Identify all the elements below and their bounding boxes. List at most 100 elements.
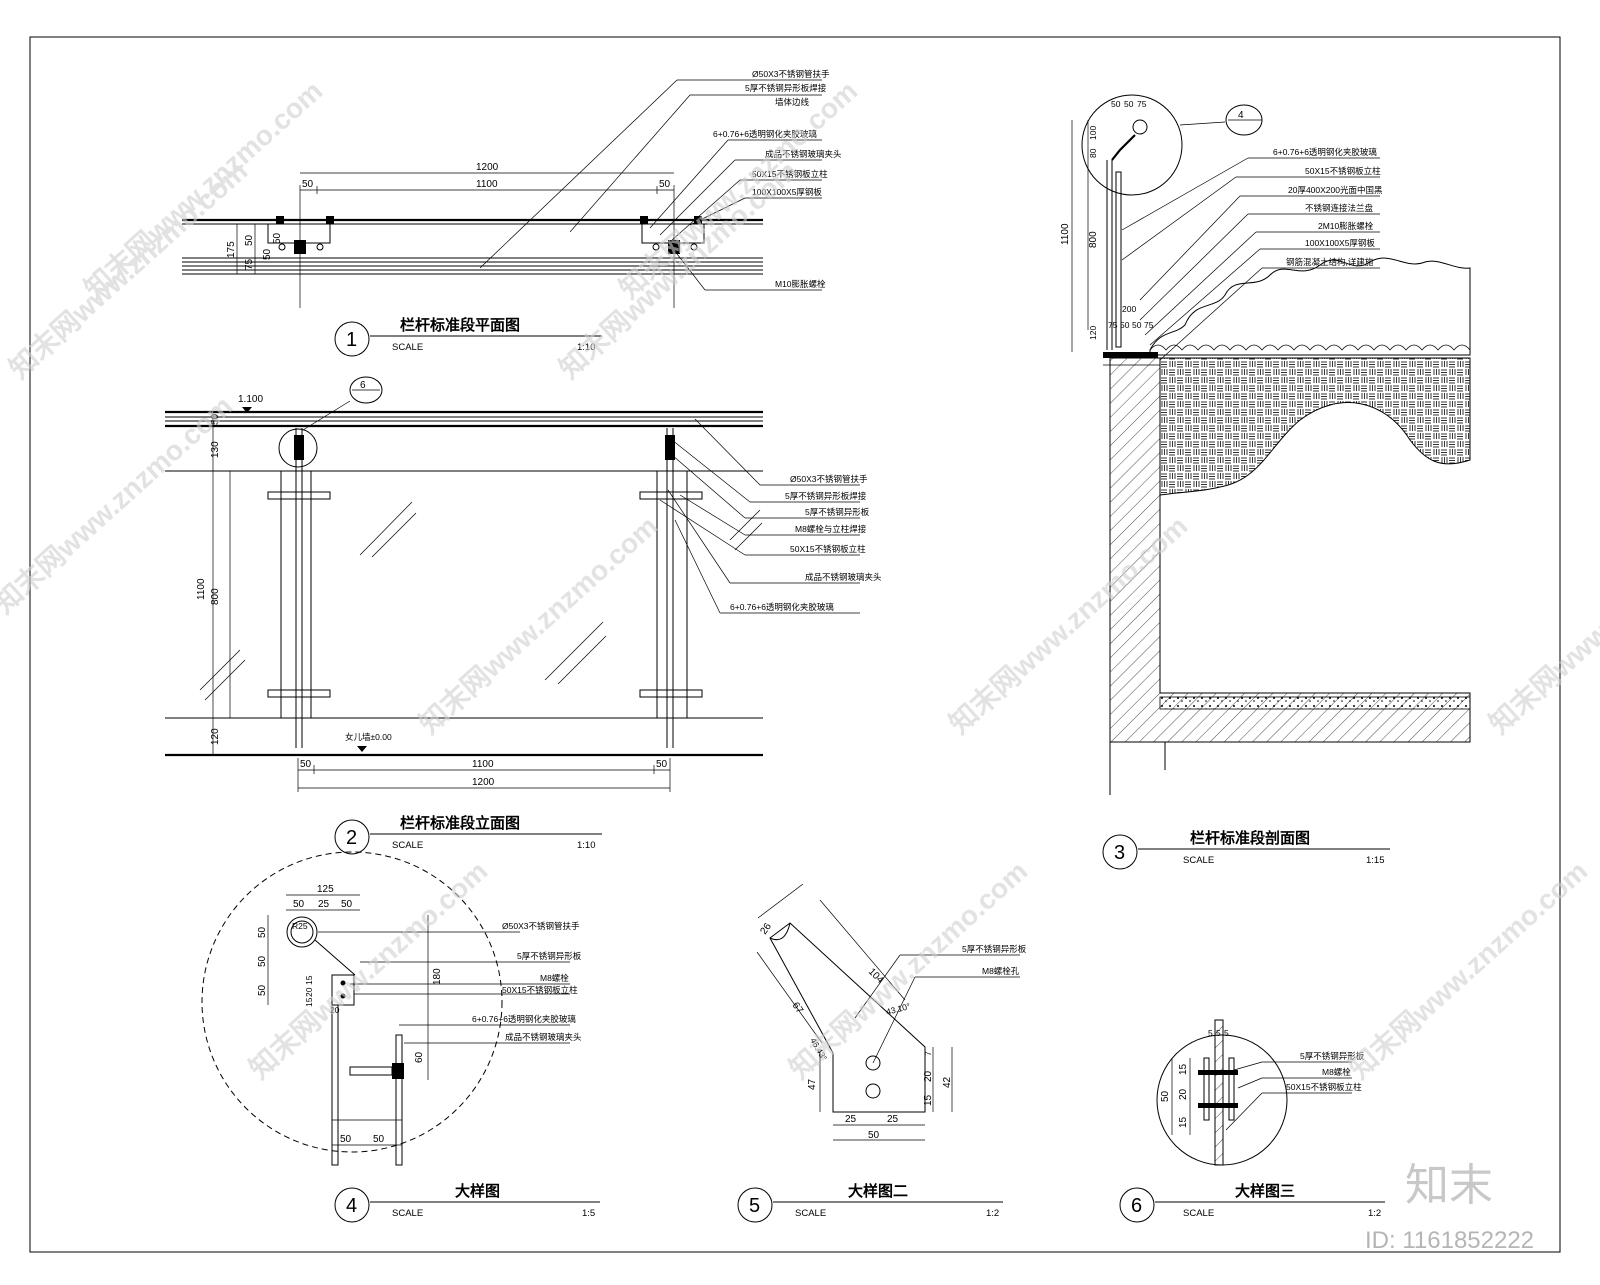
v6-title: 大样图三 bbox=[1235, 1182, 1295, 1200]
v3-dim-200: 200 bbox=[1122, 304, 1136, 314]
v2-dim-800: 800 bbox=[210, 588, 221, 605]
v1-label-plate-weld: 5厚不锈钢异形板焊接 bbox=[745, 83, 827, 93]
v3-dim-b50b: 50 bbox=[1132, 320, 1142, 330]
v5-dim-50: 50 bbox=[868, 1130, 880, 1141]
view-1-plan: 1200 50 1100 50 175 50 50 75 50 Ø50X3不锈钢… bbox=[182, 69, 842, 357]
v4-dim-60: 60 bbox=[414, 1051, 425, 1063]
v6-label-bolt: M8螺栓 bbox=[1322, 1067, 1351, 1077]
v2-dim-b1200: 1200 bbox=[472, 777, 495, 788]
v4-detail-boundary bbox=[201, 851, 503, 1153]
v4-dim-t50a: 50 bbox=[293, 899, 305, 910]
v6-label-post: 50X15不锈钢板立柱 bbox=[1286, 1082, 1362, 1092]
v4-label-plate: 5厚不锈钢异形板 bbox=[517, 951, 582, 961]
v4-dim-b50a: 50 bbox=[340, 1134, 352, 1145]
v1-number: 1 bbox=[346, 329, 357, 351]
v5-title: 大样图二 bbox=[848, 1182, 908, 1200]
v3-number-circle bbox=[1102, 834, 1138, 870]
sheet-border bbox=[29, 36, 1561, 1253]
view-6-detail: 5 5 5 50 15 20 15 5厚不锈钢异形板 M8螺栓 50X15不锈钢… bbox=[1119, 1019, 1385, 1223]
v3-dim-t75: 75 bbox=[1137, 99, 1147, 109]
watermark-text: 知末网www.znzmo.com bbox=[243, 854, 494, 1084]
v2-dim-50: 50 bbox=[210, 413, 221, 425]
v2-label-handrail: Ø50X3不锈钢管扶手 bbox=[790, 474, 868, 484]
v2-label-clamp: 成品不锈钢玻璃夹头 bbox=[805, 572, 882, 582]
v2-level-top: 1.100 bbox=[238, 394, 263, 405]
v1-dim-50b: 50 bbox=[659, 179, 671, 190]
v3-label-base-plate: 100X100X5厚钢板 bbox=[1305, 238, 1375, 248]
v1-label-anchor: M10膨胀螺栓 bbox=[775, 279, 826, 289]
v6-dim-15a: 15 bbox=[1178, 1063, 1189, 1075]
v5-label-plate: 5厚不锈钢异形板 bbox=[962, 944, 1027, 954]
view-2-elevation: 1.100 女儿墙±0.00 6 bbox=[165, 376, 882, 855]
v4-title: 大样图 bbox=[455, 1182, 500, 1200]
v2-label-plate: 5厚不锈钢异形板 bbox=[805, 507, 870, 517]
v2-title: 栏杆标准段立面图 bbox=[400, 814, 520, 832]
v3-number: 3 bbox=[1114, 842, 1125, 864]
v4-dim-125: 125 bbox=[317, 884, 334, 895]
view-3-section: 4 50 50 75 100 80 1100 800 120 200 75 50… bbox=[1060, 94, 1471, 870]
v2-scale: 1:10 bbox=[577, 840, 596, 851]
v3-title: 栏杆标准段剖面图 bbox=[1190, 829, 1310, 847]
v1-dim-50c: 50 bbox=[244, 234, 255, 246]
watermark-brand: 知末 bbox=[1405, 1161, 1493, 1210]
v5-scale: 1:2 bbox=[986, 1208, 999, 1219]
v6-dim-20: 20 bbox=[1178, 1088, 1189, 1100]
v3-dim-b75a: 75 bbox=[1108, 320, 1118, 330]
v2-dim-130: 130 bbox=[210, 441, 221, 458]
v6-scale: 1:2 bbox=[1368, 1208, 1381, 1219]
v6-dim-t5c: 5 bbox=[1224, 1028, 1229, 1038]
v1-label-post: 50X15不锈钢板立柱 bbox=[752, 169, 828, 179]
watermark-id: ID: 1161852222 bbox=[1365, 1227, 1534, 1254]
v2-dim-b1100: 1100 bbox=[472, 759, 494, 770]
v4-dim-l20b: 20 bbox=[330, 1005, 340, 1015]
v3-dim-b75b: 75 bbox=[1144, 320, 1154, 330]
v2-level-bottom: 女儿墙±0.00 bbox=[345, 732, 392, 742]
v3-dim-1100: 1100 bbox=[1060, 223, 1071, 245]
v4-label-post: 50X15不锈钢板立柱 bbox=[502, 985, 578, 995]
v3-dim-120: 120 bbox=[1088, 326, 1098, 340]
v5-dim-42: 42 bbox=[942, 1076, 953, 1088]
v5-dim-25b: 25 bbox=[887, 1114, 899, 1125]
v1-label-base-plate: 100X100X5厚钢板 bbox=[752, 187, 822, 197]
v1-dim-50d: 50 bbox=[272, 232, 283, 244]
v4-dim-t25: 25 bbox=[318, 899, 330, 910]
v5-dim-67: 67 bbox=[790, 1000, 806, 1016]
view-5-detail: 26 104 67 43.10° 46.43° 47 7 20 15 42 25… bbox=[737, 883, 1027, 1223]
watermark-text: 知末网www.znzmo.com bbox=[413, 509, 664, 739]
v3-dim-b50a: 50 bbox=[1120, 320, 1130, 330]
v6-dim-50: 50 bbox=[1160, 1090, 1171, 1102]
v4-dim-l15a: 15 bbox=[304, 975, 314, 985]
v1-label-glass: 6+0.76+6透明钢化夹胶玻璃 bbox=[713, 129, 817, 139]
v5-dim-25a: 25 bbox=[845, 1114, 857, 1125]
v5-number: 5 bbox=[749, 1195, 760, 1217]
v5-dim-20: 20 bbox=[923, 1070, 934, 1082]
v3-scale: 1:15 bbox=[1366, 855, 1385, 866]
v2-dim-b50a: 50 bbox=[300, 759, 312, 770]
v4-dim-l50a: 50 bbox=[257, 926, 268, 938]
v4-label-clamp: 成品不锈钢玻璃夹头 bbox=[505, 1032, 582, 1042]
v1-number-circle bbox=[334, 321, 370, 357]
v1-dim-175: 175 bbox=[226, 241, 237, 258]
v2-label-bolt: M8螺栓与立柱焊接 bbox=[795, 524, 867, 534]
v4-dim-l15b: 15 bbox=[304, 997, 314, 1007]
v3-detail-tag: 4 bbox=[1238, 110, 1244, 121]
v4-number-circle bbox=[334, 1187, 370, 1223]
v3-label-structure: 钢筋混凝土结构,详建施 bbox=[1286, 257, 1374, 267]
v4-number: 4 bbox=[346, 1195, 357, 1217]
v4-radius: R25 bbox=[292, 921, 308, 931]
v3-shrubs bbox=[1149, 257, 1471, 356]
v5-dim-26: 26 bbox=[758, 921, 774, 937]
v6-dim-t5a: 5 bbox=[1208, 1028, 1213, 1038]
v3-dim-80: 80 bbox=[1088, 148, 1098, 158]
v4-scale-label: SCALE bbox=[392, 1208, 423, 1219]
v3-scale-label: SCALE bbox=[1183, 855, 1214, 866]
v1-scale-label: SCALE bbox=[392, 342, 423, 353]
v2-scale-label: SCALE bbox=[392, 840, 423, 851]
v6-number-circle bbox=[1119, 1187, 1155, 1223]
v3-dim-t50a: 50 bbox=[1111, 99, 1121, 109]
v4-dim-180: 180 bbox=[432, 968, 443, 985]
v6-dim-15b: 15 bbox=[1178, 1116, 1189, 1128]
v3-dim-t50b: 50 bbox=[1124, 99, 1134, 109]
